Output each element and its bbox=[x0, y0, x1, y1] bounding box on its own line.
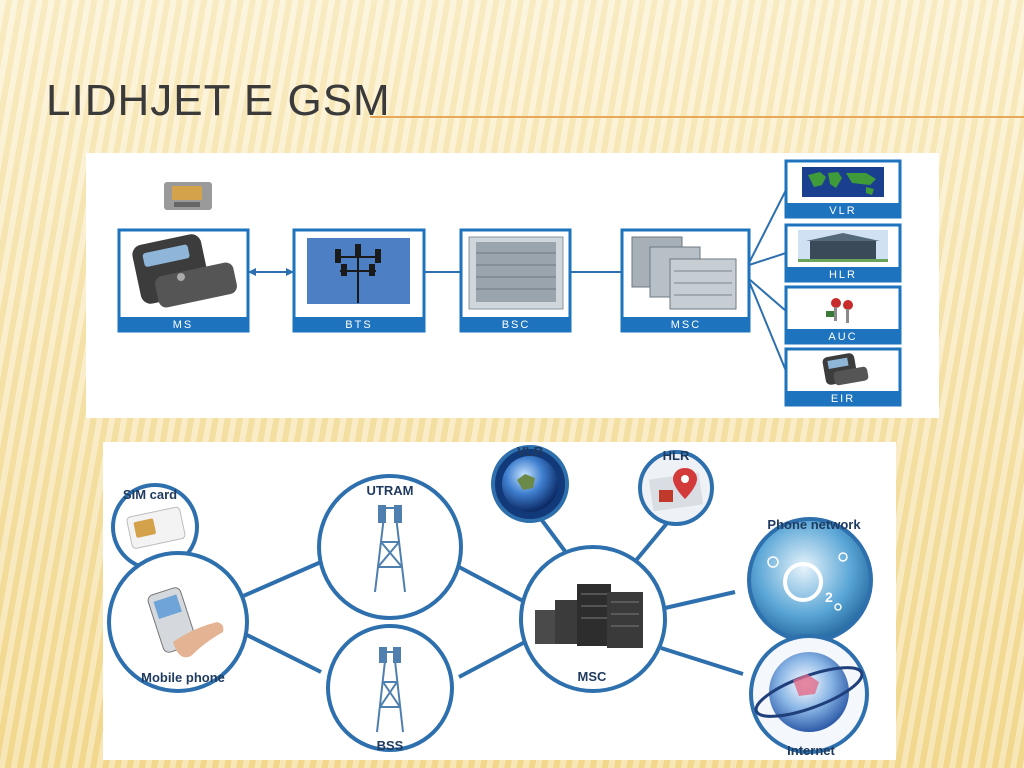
node-phone-network-label: Phone network bbox=[767, 517, 861, 532]
node-internet: Internet bbox=[749, 634, 869, 758]
box-ms: MS bbox=[117, 228, 250, 333]
node-msc-label: MSC bbox=[578, 669, 608, 684]
svg-text:2: 2 bbox=[825, 589, 833, 605]
side-box-auc-label: AUC bbox=[828, 331, 857, 343]
box-msc: MSC bbox=[620, 228, 751, 333]
side-box-eir-label: EIR bbox=[831, 393, 855, 405]
box-msc-label: MSC bbox=[671, 319, 701, 331]
node-mobile-phone: Mobile phone bbox=[107, 551, 249, 693]
node-mobile-phone-label: Mobile phone bbox=[141, 670, 225, 685]
keys-icon bbox=[826, 298, 853, 323]
box-bsc-label: BSC bbox=[502, 319, 531, 331]
o2-bubble-icon: 2 bbox=[767, 552, 848, 611]
side-box-auc: AUC bbox=[784, 285, 902, 345]
node-hlr: HLR bbox=[638, 448, 714, 526]
cell-tower-icon bbox=[335, 244, 381, 303]
box-bts: BTS bbox=[292, 228, 426, 333]
node-vlr: VLR bbox=[491, 444, 569, 523]
node-sim-card: SIM card bbox=[111, 483, 199, 571]
side-box-eir: EIR bbox=[784, 347, 902, 407]
sim-card-icon bbox=[164, 182, 212, 210]
top-connectors bbox=[248, 189, 787, 372]
side-box-hlr-label: HLR bbox=[829, 269, 857, 281]
node-msc: MSC bbox=[519, 545, 667, 693]
node-utram-label: UTRAM bbox=[367, 483, 414, 498]
node-utram: UTRAM bbox=[317, 474, 463, 620]
node-hlr-label: HLR bbox=[663, 448, 690, 463]
slide-title: LIDHJET E GSM bbox=[46, 76, 391, 125]
server-rack-icon bbox=[535, 584, 643, 648]
map-pin-icon bbox=[649, 468, 703, 512]
side-box-hlr: HLR bbox=[784, 223, 902, 283]
node-phone-network: 2 Phone network bbox=[747, 517, 873, 643]
building-icon bbox=[798, 233, 888, 262]
mobile-phone-icon bbox=[822, 353, 869, 386]
side-box-vlr-label: VLR bbox=[829, 205, 856, 217]
node-bss: BSS bbox=[326, 624, 454, 753]
mobile-phone-icon bbox=[132, 234, 237, 308]
box-bts-label: BTS bbox=[345, 319, 372, 331]
node-sim-card-label: SIM card bbox=[123, 487, 177, 502]
node-vlr-label: VLR bbox=[517, 444, 544, 459]
cell-tower-icon bbox=[376, 647, 404, 733]
gsm-network-diagram: SIM card Mobile phone UT bbox=[107, 444, 873, 758]
node-internet-label: Internet bbox=[787, 743, 835, 758]
server-cabinet-icon bbox=[468, 236, 564, 310]
world-map-icon bbox=[808, 172, 876, 195]
sim-card-icon bbox=[126, 506, 186, 549]
gsm-network-panel: SIM card Mobile phone UT bbox=[103, 442, 896, 760]
box-bsc: BSC bbox=[459, 228, 572, 333]
server-rack-icon bbox=[631, 236, 737, 310]
gsm-architecture-panel: MS BTS bbox=[86, 153, 939, 418]
gsm-architecture-diagram: MS BTS bbox=[117, 159, 902, 407]
cell-tower-icon bbox=[374, 505, 406, 593]
box-ms-label: MS bbox=[173, 319, 194, 331]
hand-phone-icon bbox=[147, 587, 224, 658]
node-bss-label: BSS bbox=[377, 738, 404, 753]
side-box-vlr: VLR bbox=[784, 159, 902, 219]
title-underline bbox=[370, 116, 1024, 118]
